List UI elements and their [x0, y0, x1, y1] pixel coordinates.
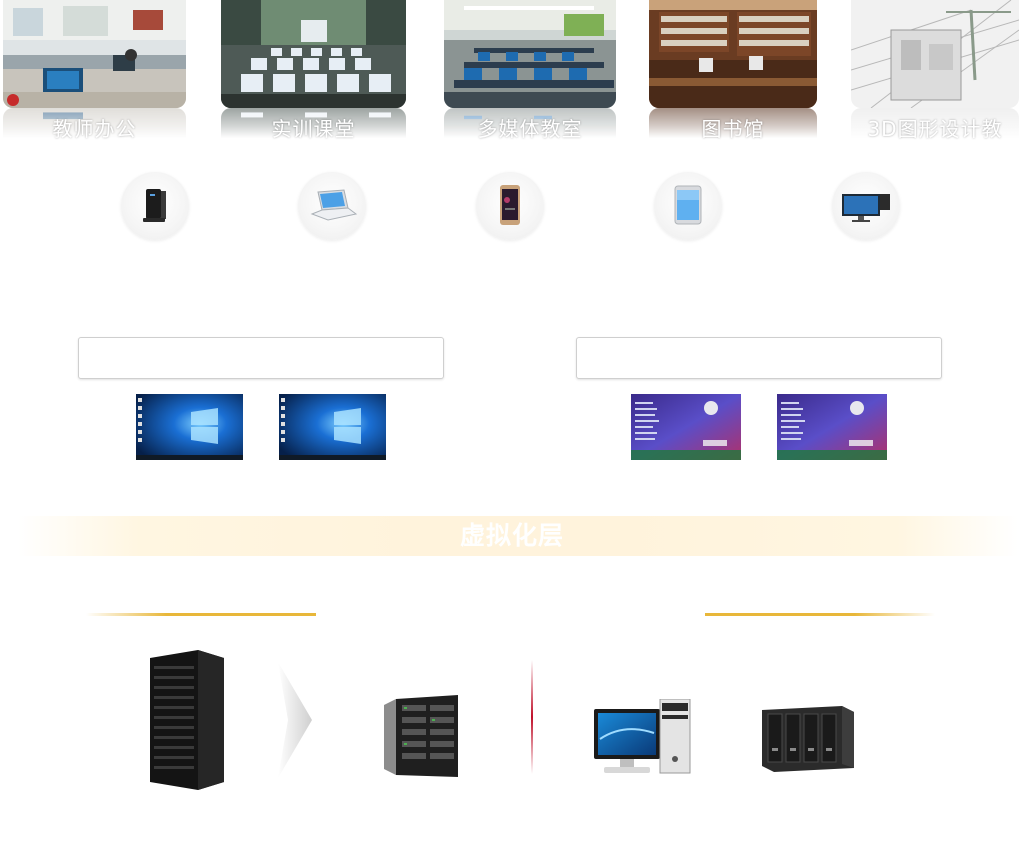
laptop-icon[interactable] — [298, 172, 366, 240]
scene-label: 教师办公 — [52, 117, 137, 141]
blade-server-icon[interactable] — [382, 695, 462, 779]
scene-library[interactable]: 图书馆 — [649, 0, 817, 141]
android-desktop-thumbnail[interactable] — [631, 394, 741, 460]
scene-label: 实训课堂 — [271, 117, 356, 141]
library-reflection — [649, 108, 817, 138]
windows-desktop-thumbnail[interactable] — [279, 394, 386, 460]
scene-graphic-design[interactable]: 3D图形设计教 — [851, 0, 1019, 141]
smartphone-icon[interactable] — [476, 172, 544, 240]
teacher-office-reflection — [3, 108, 186, 138]
virtualization-label: 虚拟化层 — [459, 521, 564, 550]
android-group-box — [576, 337, 942, 379]
thin-client-icon[interactable] — [121, 172, 189, 240]
arrow-separator-icon — [278, 662, 314, 778]
vertical-red-divider — [530, 660, 534, 774]
library-photo — [649, 0, 817, 108]
android-desktop-thumbnail[interactable] — [777, 394, 887, 460]
nas-storage-icon[interactable] — [760, 704, 856, 772]
multimedia-room-reflection — [444, 108, 616, 138]
rack-cabinet-icon[interactable] — [144, 650, 228, 790]
windows-desktop-thumbnail[interactable] — [136, 394, 243, 460]
right-gold-divider — [705, 613, 935, 616]
scene-label: 多媒体教室 — [477, 117, 583, 141]
multimedia-room-photo — [444, 0, 616, 108]
scene-training-class[interactable]: 实训课堂 — [221, 0, 406, 141]
tablet-icon[interactable] — [654, 172, 722, 240]
desktop-pc-icon[interactable] — [594, 699, 694, 779]
virtualization-band — [18, 516, 1018, 556]
graphic-design-photo — [851, 0, 1019, 108]
training-class-photo — [221, 0, 406, 108]
scene-multimedia-room[interactable]: 多媒体教室 — [444, 0, 616, 141]
windows-group-box — [78, 337, 444, 379]
teacher-office-photo — [3, 0, 186, 108]
scene-label: 3D图形设计教 — [867, 117, 1003, 141]
all-in-one-monitor-icon[interactable] — [832, 172, 900, 240]
left-gold-divider — [86, 613, 316, 616]
graphic-design-reflection — [851, 108, 1019, 138]
scene-label: 图书馆 — [701, 117, 765, 141]
scene-teacher-office[interactable]: 教师办公 — [3, 0, 186, 141]
training-class-reflection — [221, 108, 406, 138]
